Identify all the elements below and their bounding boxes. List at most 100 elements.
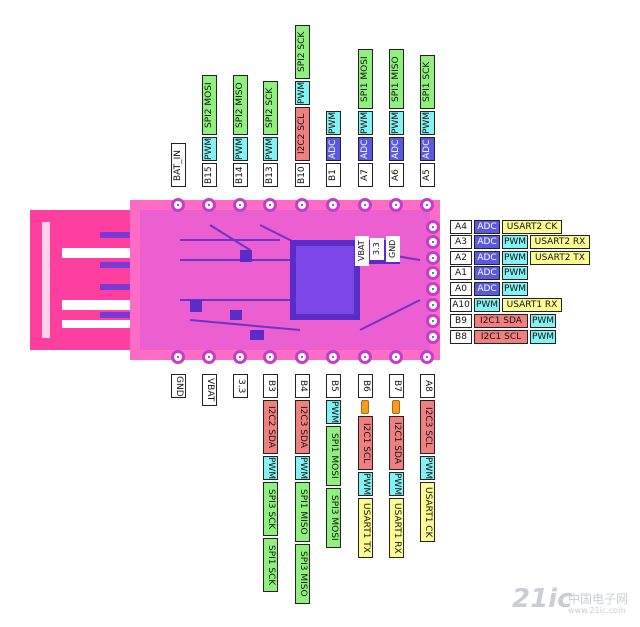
right-pin-hole-a4 xyxy=(426,220,440,234)
bottom-pin-vbat: VBAT xyxy=(202,374,217,406)
top-pin-a7-func-spi1-mosi: SPI1 MOSI xyxy=(358,49,373,109)
top-pin-hole-a6 xyxy=(389,198,403,212)
bottom-pin-b6-func-i2c1-scl: I2C1 SCL xyxy=(358,416,373,470)
right-pin-a4-func-usart2-ck: USART2 CK xyxy=(502,220,562,234)
bottom-pin-hole-b5 xyxy=(326,350,340,364)
top-pin-b13-func-pwm: PWM xyxy=(263,137,278,161)
right-pin-hole-b8 xyxy=(426,330,440,344)
top-pin-b1: B1 xyxy=(326,163,341,187)
top-pin-b15: B15 xyxy=(202,163,217,187)
right-pin-b9-func-i2c1-sda: I2C1 SDA xyxy=(474,314,528,328)
right-pin-a10-func-pwm: PWM xyxy=(474,298,500,312)
top-pin-b13: B13 xyxy=(263,163,278,187)
jumper-pad-b6 xyxy=(361,400,369,414)
top-pin-hole-b10 xyxy=(295,198,309,212)
top-pin-a7-func-pwm: PWM xyxy=(358,111,373,135)
bottom-pin-hole-b7 xyxy=(389,350,403,364)
right-pin-b8-func-pwm: PWM xyxy=(530,330,556,344)
board-label-vbat: VBAT xyxy=(355,236,369,266)
top-pin-a6-func-spi1-miso: SPI1 MISO xyxy=(389,49,404,109)
top-pin-a6-func-pwm: PWM xyxy=(389,111,404,135)
top-pin-b1-func-pwm: PWM xyxy=(326,111,341,135)
watermark-logo: 21ic xyxy=(512,584,573,614)
bottom-pin-hole-vbat xyxy=(202,350,216,364)
right-pin-a1-func-pwm: PWM xyxy=(502,266,528,280)
bottom-pin-b7-func-i2c1-sda: I2C1 SDA xyxy=(389,416,404,470)
top-pin-hole-a7 xyxy=(358,198,372,212)
top-pin-a5: A5 xyxy=(420,163,435,187)
top-pin-hole-b1 xyxy=(326,198,340,212)
top-pin-b15-func-spi2-mosi: SPI2 MOSI xyxy=(202,75,217,135)
top-pin-b10-func-i2c2-scl: I2C2 SCL xyxy=(295,107,310,161)
bottom-pin-b5-func-spi3-mosi: SPI3 MOSI xyxy=(326,488,341,548)
bottom-pin-a8-func-pwm: PWM xyxy=(420,456,435,480)
top-pin-b14: B14 xyxy=(233,163,248,187)
top-pin-hole-b14 xyxy=(233,198,247,212)
right-pin-b8-func-i2c1-scl: I2C1 SCL xyxy=(474,330,528,344)
bottom-pin-b4-func-pwm: PWM xyxy=(295,456,310,480)
top-pin-a6-func-adc: ADC xyxy=(389,137,404,161)
top-pin-hole-a5 xyxy=(420,198,434,212)
top-pin-b13-func-spi2-sck: SPI2 SCK xyxy=(263,81,278,135)
bottom-pin-a8: A8 xyxy=(420,374,435,398)
top-pin-a7: A7 xyxy=(358,163,373,187)
bottom-pin-hole-b4 xyxy=(295,350,309,364)
right-pin-a2-func-adc: ADC xyxy=(474,251,500,265)
right-pin-b9-func-pwm: PWM xyxy=(530,314,556,328)
bottom-pin-b7-func-pwm: PWM xyxy=(389,472,404,496)
right-pin-a2-func-usart2-tx: USART2 TX xyxy=(530,251,590,265)
right-pin-a3-func-usart2-rx: USART2 RX xyxy=(530,235,590,249)
bottom-pin-b7: B7 xyxy=(389,374,404,398)
bottom-pin-b5-func-pwm: PWM xyxy=(326,400,341,424)
top-pin-hole-b15 xyxy=(202,198,216,212)
bottom-pin-hole-a8 xyxy=(420,350,434,364)
right-pin-a0: A0 xyxy=(450,282,472,296)
bottom-pin-b4-func-spi3-miso: SPI3 MISO xyxy=(295,544,310,604)
bottom-pin-b4-func-i2c3-sda: I2C3 SDA xyxy=(295,400,310,454)
right-pin-a3: A3 xyxy=(450,235,472,249)
top-pin-b14-func-pwm: PWM xyxy=(233,137,248,161)
bottom-pin-a8-func-i2c3-scl: I2C3 SCL xyxy=(420,400,435,454)
top-pin-a5-func-adc: ADC xyxy=(420,137,435,161)
right-pin-a2: A2 xyxy=(450,251,472,265)
top-pin-a5-func-spi1-sck: SPI1 SCK xyxy=(420,55,435,109)
top-pin-b15-func-pwm: PWM xyxy=(202,137,217,161)
right-pin-hole-a3 xyxy=(426,235,440,249)
top-pin-a5-func-pwm: PWM xyxy=(420,111,435,135)
right-pin-a1-func-adc: ADC xyxy=(474,266,500,280)
top-pin-b10: B10 xyxy=(295,163,310,187)
bottom-pin-b6: B6 xyxy=(358,374,373,398)
bottom-pin-b5-func-spi1-mosi: SPI1 MOSI xyxy=(326,426,341,486)
right-pin-hole-a2 xyxy=(426,251,440,265)
bottom-pin-a8-func-usart1-ck: USART1 CK xyxy=(420,482,435,542)
bottom-pin-hole-b6 xyxy=(358,350,372,364)
board-label-3v3: 3.3 xyxy=(370,238,384,260)
right-pin-hole-a0 xyxy=(426,282,440,296)
right-pin-a4-func-adc: ADC xyxy=(474,220,500,234)
right-pin-a0-func-pwm: PWM xyxy=(502,282,528,296)
jumper-pad-b7 xyxy=(392,400,400,414)
bottom-pin-b3-func-spi3-sck: SPI3 SCK xyxy=(263,482,278,536)
bottom-pin-b5: B5 xyxy=(326,374,341,398)
bottom-pin-b3: B3 xyxy=(263,374,278,398)
right-pin-a2-func-pwm: PWM xyxy=(502,251,528,265)
bottom-pin-3-3: 3.3 xyxy=(233,374,248,398)
bottom-pin-gnd: GND xyxy=(171,374,186,398)
right-pin-b9: B9 xyxy=(450,314,472,328)
right-pin-a0-func-adc: ADC xyxy=(474,282,500,296)
bottom-pin-hole-3-3 xyxy=(233,350,247,364)
bottom-pin-b3-func-spi1-sck: SPI1 SCK xyxy=(263,538,278,592)
right-pin-hole-a10 xyxy=(426,298,440,312)
right-pin-a3-func-adc: ADC xyxy=(474,235,500,249)
right-pin-hole-b9 xyxy=(426,314,440,328)
bottom-pin-b3-func-pwm: PWM xyxy=(263,456,278,480)
top-pin-b14-func-spi2-miso: SPI2 MISO xyxy=(233,75,248,135)
top-pin-bat-in: BAT_IN xyxy=(171,143,186,187)
right-pin-a1: A1 xyxy=(450,266,472,280)
watermark-cn: 中国电子网 xyxy=(568,592,629,606)
top-pin-b10-func-pwm: PWM xyxy=(295,81,310,105)
right-pin-b8: B8 xyxy=(450,330,472,344)
bottom-pin-b6-func-usart1-tx: USART1 TX xyxy=(358,498,373,558)
